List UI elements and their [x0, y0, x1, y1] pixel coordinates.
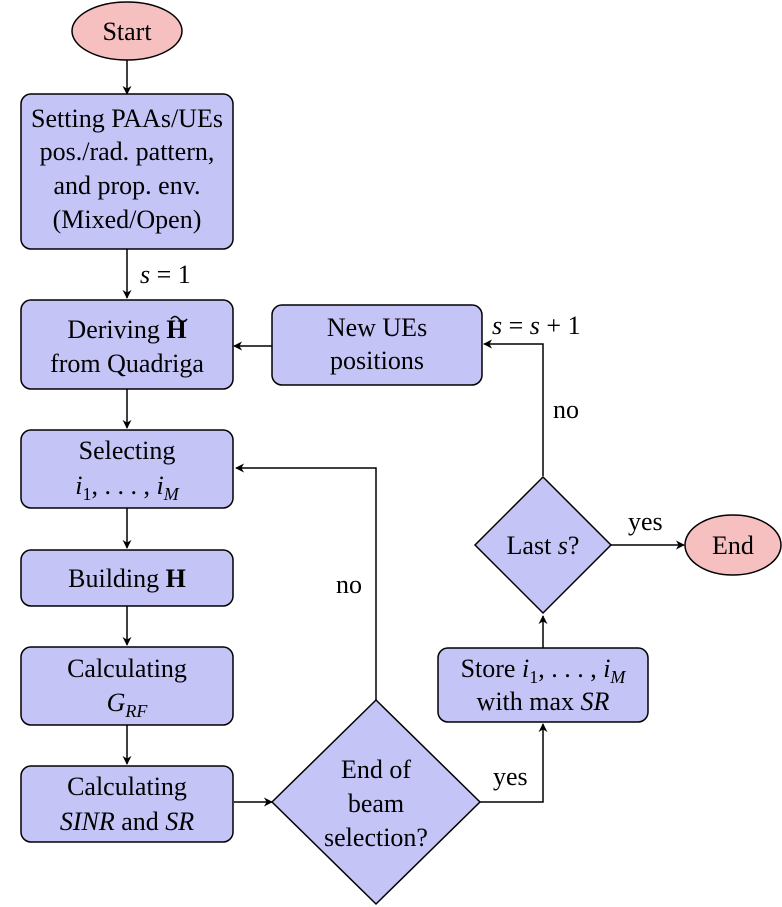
- h-tilde-symbol: H: [166, 315, 186, 344]
- selecting-line-1: Selecting: [79, 436, 176, 465]
- deriving-node: Deriving H from Quadriga: [20, 299, 234, 390]
- end-node: End: [684, 514, 782, 576]
- calc-grf-line-2: GRF: [107, 688, 149, 721]
- end-beam-diamond: [270, 698, 482, 906]
- edge-lasts-no-to-newues: [483, 339, 544, 476]
- store-line-1: Store i1, . . . , iM: [461, 654, 627, 687]
- start-ellipse: [71, 1, 183, 61]
- last-s-node: Last s?: [473, 475, 613, 615]
- selecting-node: Selecting i1, . . . , iM: [20, 429, 234, 509]
- deriving-line-1: Deriving H: [67, 315, 186, 344]
- store-box: [437, 647, 649, 723]
- last-s-label: Last s?: [507, 531, 580, 560]
- end-label: End: [712, 531, 754, 560]
- deriving-box: [20, 299, 234, 390]
- store-node: Store i1, . . . , iM with max SR: [437, 647, 649, 723]
- s-init-label: s = 1: [140, 260, 191, 289]
- yes-beam-label: yes: [493, 762, 528, 791]
- no-beam-label: no: [336, 570, 362, 599]
- setting-line-4: (Mixed/Open): [53, 205, 202, 234]
- start-label: Start: [102, 17, 152, 46]
- new-ues-line-2: positions: [330, 346, 424, 375]
- deriving-line-2: from Quadriga: [50, 349, 204, 378]
- s-incr-label: s = s + 1: [492, 311, 581, 340]
- setting-line-1: Setting PAAs/UEs: [31, 104, 223, 133]
- no-last-s-label: no: [553, 395, 579, 424]
- selecting-line-2: i1, . . . , iM: [75, 471, 179, 504]
- calc-sinr-node: Calculating SINR and SR: [20, 765, 234, 843]
- end-beam-line-1: End of: [341, 755, 411, 784]
- edge-endbeam-no-to-selecting: [235, 463, 377, 700]
- last-s-diamond: [473, 475, 613, 615]
- setting-line-2: pos./rad. pattern,: [40, 137, 215, 166]
- start-node: Start: [71, 1, 183, 61]
- tilde-accent-icon: [170, 315, 188, 323]
- selecting-box: [20, 429, 234, 509]
- calc-sinr-line-1: Calculating: [67, 772, 187, 801]
- calc-grf-line-1: Calculating: [67, 654, 187, 683]
- setting-node: Setting PAAs/UEs pos./rad. pattern, and …: [20, 93, 234, 250]
- store-line-2: with max SR: [477, 687, 610, 716]
- end-beam-line-3: selection?: [324, 823, 428, 852]
- building-label: Building H: [68, 564, 186, 593]
- building-box: [20, 549, 234, 607]
- end-ellipse: [684, 514, 782, 576]
- end-beam-node: End of beam selection?: [270, 698, 482, 906]
- setting-line-3: and prop. env.: [53, 171, 200, 200]
- h-symbol: H: [166, 564, 186, 593]
- edges: [122, 60, 685, 807]
- calc-grf-node: Calculating GRF: [20, 646, 234, 726]
- new-ues-line-1: New UEs: [327, 313, 427, 342]
- setting-box: [20, 93, 234, 250]
- deriving-prefix: Deriving: [67, 315, 159, 344]
- new-ues-box: [271, 304, 483, 386]
- calc-grf-box: [20, 646, 234, 726]
- new-ues-node: New UEs positions: [271, 304, 483, 386]
- calc-sinr-line-2: SINR and SR: [60, 807, 194, 836]
- yes-last-s-label: yes: [628, 507, 663, 536]
- end-beam-line-2: beam: [348, 789, 404, 818]
- building-node: Building H: [20, 549, 234, 607]
- edge-endbeam-yes-to-store: [480, 723, 548, 803]
- calc-sinr-box: [20, 765, 234, 843]
